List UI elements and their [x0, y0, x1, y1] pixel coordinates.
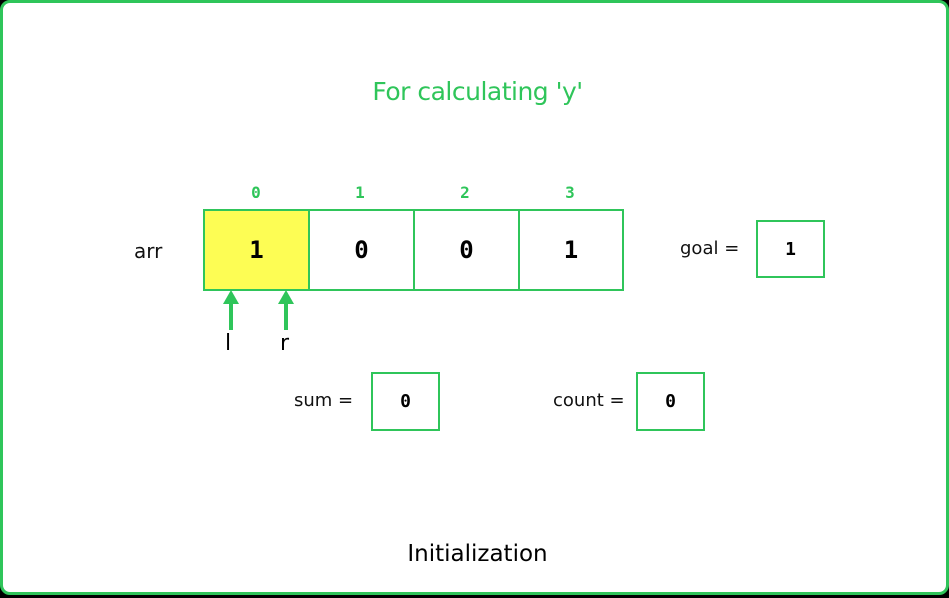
diagram-title: For calculating 'y' [372, 77, 583, 106]
pointer-arrows [223, 290, 294, 330]
goal-label: goal = [680, 238, 740, 259]
right-pointer-arrow-head [278, 290, 294, 304]
array-cell-1: 0 [308, 209, 415, 291]
count-value-box: 0 [636, 372, 705, 431]
sum-value-box: 0 [371, 372, 440, 431]
array-index-0: 0 [251, 183, 261, 202]
array-cell-0: 1 [203, 209, 310, 291]
array-cell-3: 1 [518, 209, 624, 291]
sum-label: sum = [294, 390, 354, 411]
array-index-3: 3 [565, 183, 575, 202]
array-index-1: 1 [355, 183, 365, 202]
diagram-caption: Initialization [407, 541, 548, 567]
left-pointer-label: l [225, 331, 232, 356]
array-label: arr [134, 239, 163, 263]
array-index-2: 2 [460, 183, 470, 202]
count-label: count = [553, 390, 625, 411]
goal-value-box: 1 [756, 220, 825, 278]
right-pointer-label: r [280, 331, 290, 356]
left-pointer-arrow-head [223, 290, 239, 304]
